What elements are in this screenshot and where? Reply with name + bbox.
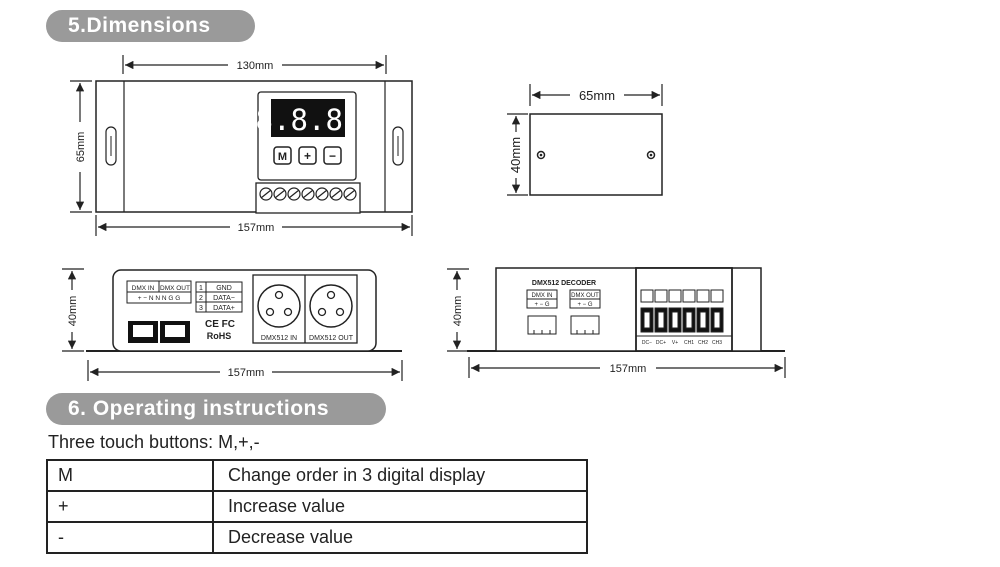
svg-text:−: − bbox=[329, 149, 336, 163]
side-width: 65mm bbox=[579, 88, 615, 103]
button-description: Change order in 3 digital display bbox=[212, 459, 588, 492]
dmx-end-width: 157mm bbox=[228, 367, 265, 379]
svg-text:DMX IN: DMX IN bbox=[532, 293, 553, 299]
terminal-screws-icon bbox=[259, 187, 357, 201]
svg-text:+ − G: + − G bbox=[577, 302, 592, 308]
dmx-end-height: 40mm bbox=[67, 296, 79, 327]
front-height-left: 65mm bbox=[75, 132, 87, 163]
svg-text:DC−: DC− bbox=[642, 340, 652, 346]
section-title-operating: 6. Operating instructions bbox=[46, 393, 386, 425]
button-key: M bbox=[46, 459, 214, 492]
table-row: M Change order in 3 digital display bbox=[46, 459, 588, 492]
output-end-view: 40mm DMX512 DECODER DMX IN + − G DMX OUT… bbox=[447, 267, 786, 378]
svg-text:+: + bbox=[304, 149, 311, 163]
table-row: - Decrease value bbox=[46, 521, 588, 554]
svg-text:DMX512 DECODER: DMX512 DECODER bbox=[532, 280, 596, 287]
output-terminals-icon bbox=[636, 289, 732, 337]
button-key: + bbox=[46, 490, 214, 523]
svg-text:GND: GND bbox=[216, 285, 232, 292]
front-view: 130mm 65mm 8.8.8. M + − bbox=[70, 55, 413, 236]
display-digits: 8.8.8. bbox=[256, 103, 361, 137]
digital-display bbox=[271, 99, 345, 137]
button-key: - bbox=[46, 521, 214, 554]
svg-text:DMX OUT: DMX OUT bbox=[160, 285, 190, 292]
front-width-bottom: 157mm bbox=[238, 222, 275, 234]
operating-table: M Change order in 3 digital display + In… bbox=[46, 459, 588, 554]
table-row: + Increase value bbox=[46, 490, 588, 523]
svg-text:DMX512 OUT: DMX512 OUT bbox=[309, 335, 354, 342]
svg-text:+ − N N N G G: + − N N N G G bbox=[138, 295, 181, 302]
svg-text:CH3: CH3 bbox=[712, 340, 722, 346]
svg-text:+ − G: + − G bbox=[534, 302, 549, 308]
svg-text:DMX512 IN: DMX512 IN bbox=[261, 335, 297, 342]
xlr-out-icon bbox=[309, 284, 353, 328]
xlr-in-icon bbox=[257, 284, 301, 328]
output-end-height: 40mm bbox=[452, 296, 464, 327]
side-height: 40mm bbox=[508, 137, 523, 173]
svg-text:DATA+: DATA+ bbox=[213, 305, 235, 312]
rj45-ports-icon bbox=[128, 321, 190, 343]
svg-text:V+: V+ bbox=[672, 340, 678, 346]
output-end-width: 157mm bbox=[610, 363, 647, 375]
dmx-out-socket-icon bbox=[570, 315, 600, 335]
dmx-in-socket-icon bbox=[527, 315, 557, 335]
button-description: Increase value bbox=[212, 490, 588, 523]
svg-text:2: 2 bbox=[199, 295, 203, 302]
section-title-dimensions: 5.Dimensions bbox=[46, 10, 255, 42]
svg-text:1: 1 bbox=[199, 285, 203, 292]
side-view: 65mm 40mm bbox=[507, 84, 663, 196]
svg-text:M: M bbox=[278, 151, 287, 163]
front-width-top: 130mm bbox=[237, 60, 274, 72]
button-m-icon: M bbox=[273, 146, 292, 165]
button-minus-icon: − bbox=[323, 146, 342, 165]
dmx-end-view: 40mm DMX IN DMX OUT + − N N N G G 1 GND … bbox=[62, 268, 403, 381]
svg-text:DMX OUT: DMX OUT bbox=[571, 293, 599, 299]
operating-intro: Three touch buttons: M,+,- bbox=[48, 432, 260, 452]
svg-text:3: 3 bbox=[199, 305, 203, 312]
svg-text:CH2: CH2 bbox=[698, 340, 708, 346]
svg-text:CH1: CH1 bbox=[684, 340, 694, 346]
svg-text:DATA−: DATA− bbox=[213, 295, 235, 302]
svg-text:DC+: DC+ bbox=[656, 340, 666, 346]
dimension-drawings: 130mm 65mm 8.8.8. M + − bbox=[62, 55, 786, 381]
ce-fc-marks: CE FC bbox=[205, 319, 235, 330]
rohs-mark: RoHS bbox=[207, 331, 232, 341]
button-plus-icon: + bbox=[298, 146, 317, 165]
button-description: Decrease value bbox=[212, 521, 588, 554]
svg-text:DMX IN: DMX IN bbox=[132, 285, 155, 292]
